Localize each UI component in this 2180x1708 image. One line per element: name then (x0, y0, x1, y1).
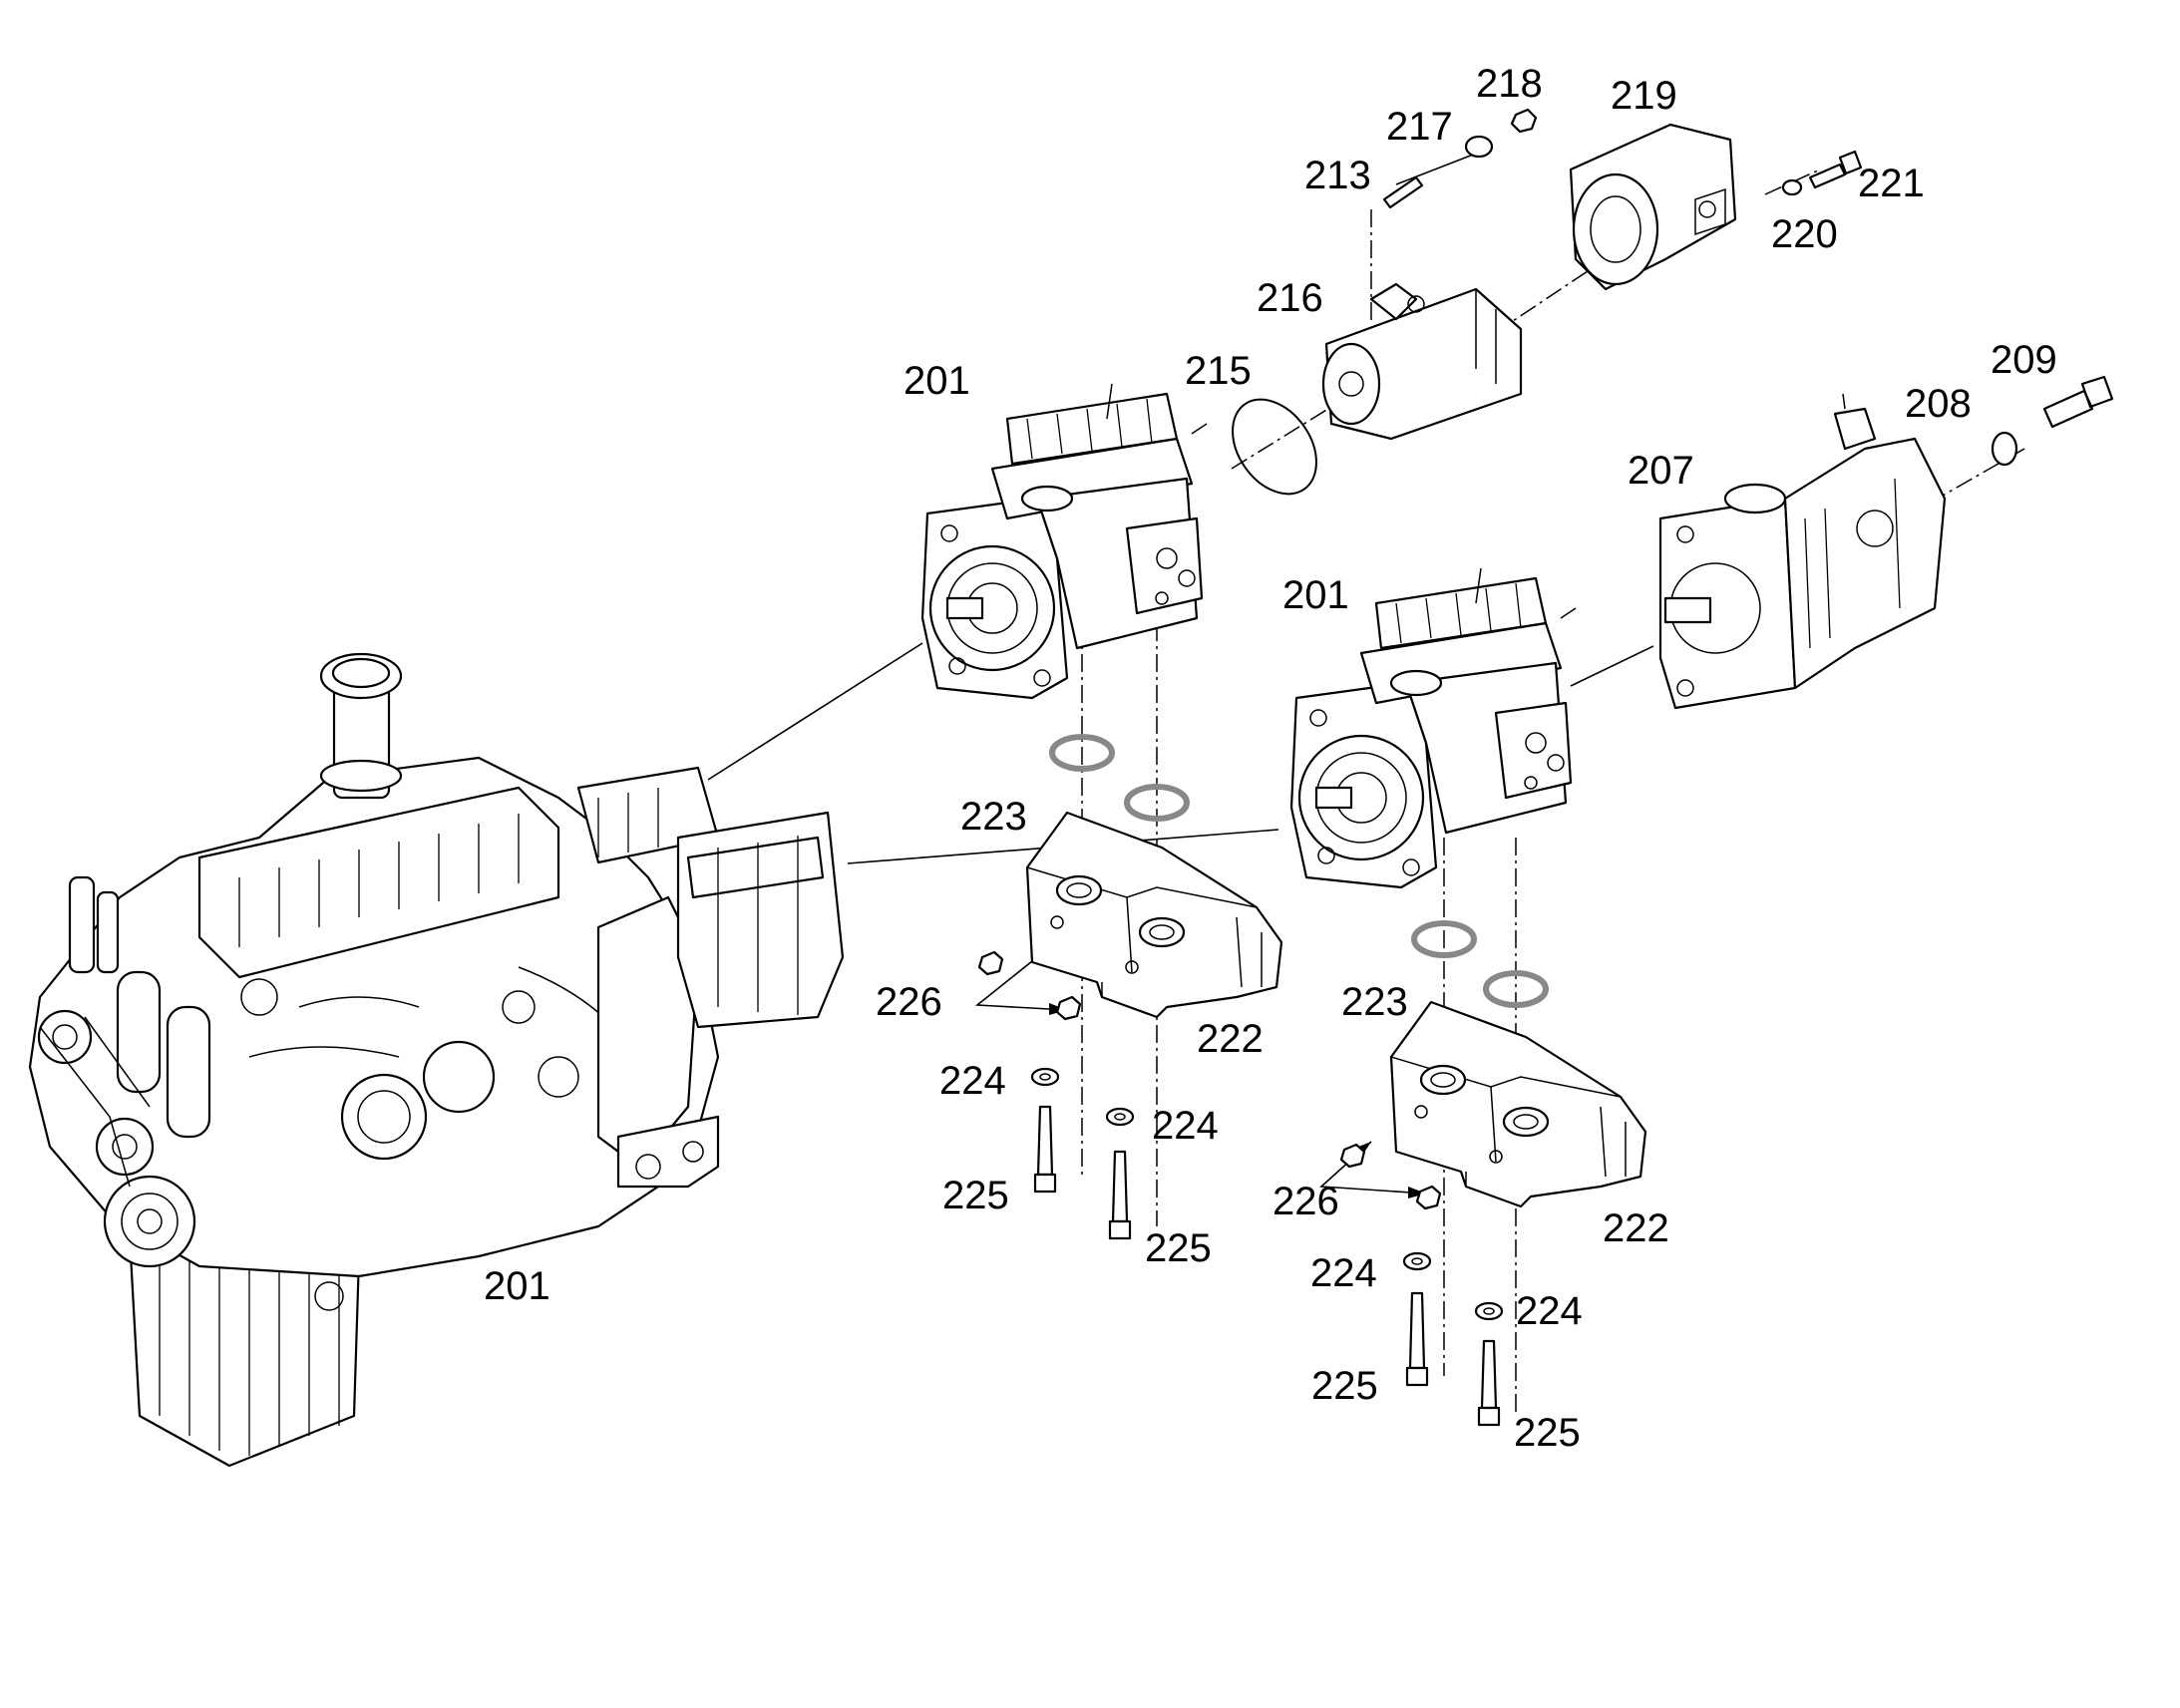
pin-213 (1382, 175, 1424, 209)
label-201-pump-lower: 201 (1282, 573, 1349, 617)
label-222-right: 222 (1603, 1206, 1669, 1250)
label-209: 209 (1991, 338, 2057, 382)
label-226-right: 226 (1272, 1180, 1339, 1223)
manifold-block-right (1389, 1000, 1647, 1208)
label-225-c: 225 (1311, 1364, 1378, 1408)
washer-208 (1991, 431, 2018, 467)
label-216: 216 (1257, 276, 1323, 320)
callout-labels: 201 201 201 207 208 209 213 215 216 217 … (484, 62, 2057, 1455)
manifold-block-left (1025, 811, 1283, 1019)
bolt-221 (1808, 150, 1863, 189)
seal-rings-223 (1049, 734, 1549, 1008)
label-224-b: 224 (1152, 1104, 1219, 1148)
plug-226-c (1339, 1143, 1366, 1169)
label-223-right: 223 (1341, 980, 1408, 1024)
label-215: 215 (1185, 349, 1252, 393)
spacer-217 (1464, 135, 1494, 159)
washers-224 (1030, 1067, 1504, 1321)
aux-pump-219 (1569, 123, 1737, 291)
label-224-c: 224 (1310, 1251, 1377, 1295)
label-224-d: 224 (1516, 1289, 1583, 1333)
plug-226-b (1055, 995, 1082, 1021)
bolt-209 (2042, 375, 2114, 429)
label-201-engine: 201 (484, 1264, 550, 1308)
label-222-left: 222 (1197, 1017, 1264, 1061)
label-201-pump-upper: 201 (904, 359, 970, 403)
nut-218 (1510, 108, 1538, 134)
washer-220 (1781, 178, 1803, 196)
hydraulic-pump-upper (920, 383, 1208, 700)
label-224-a: 224 (939, 1059, 1006, 1103)
label-220: 220 (1771, 212, 1838, 256)
label-225-a: 225 (942, 1174, 1009, 1217)
bolts-225 (1033, 1105, 1501, 1427)
label-217: 217 (1386, 105, 1453, 149)
plug-226-a (977, 950, 1004, 976)
plug-226-d (1415, 1185, 1442, 1210)
label-226-left: 226 (876, 980, 942, 1024)
label-223-left: 223 (960, 795, 1027, 839)
gear-pump-216 (1321, 282, 1523, 441)
hydraulic-pump-lower (1289, 567, 1577, 889)
engine-assembly (28, 652, 845, 1468)
label-219: 219 (1611, 74, 1677, 118)
label-208: 208 (1905, 382, 1972, 426)
o-ring-215 (1232, 398, 1317, 496)
label-207: 207 (1628, 449, 1694, 493)
hydraulic-motor-207 (1658, 393, 1947, 710)
label-225-b: 225 (1145, 1226, 1212, 1270)
label-218: 218 (1476, 62, 1543, 106)
label-213: 213 (1304, 154, 1371, 197)
label-225-d: 225 (1514, 1411, 1581, 1455)
label-221: 221 (1858, 162, 1925, 205)
